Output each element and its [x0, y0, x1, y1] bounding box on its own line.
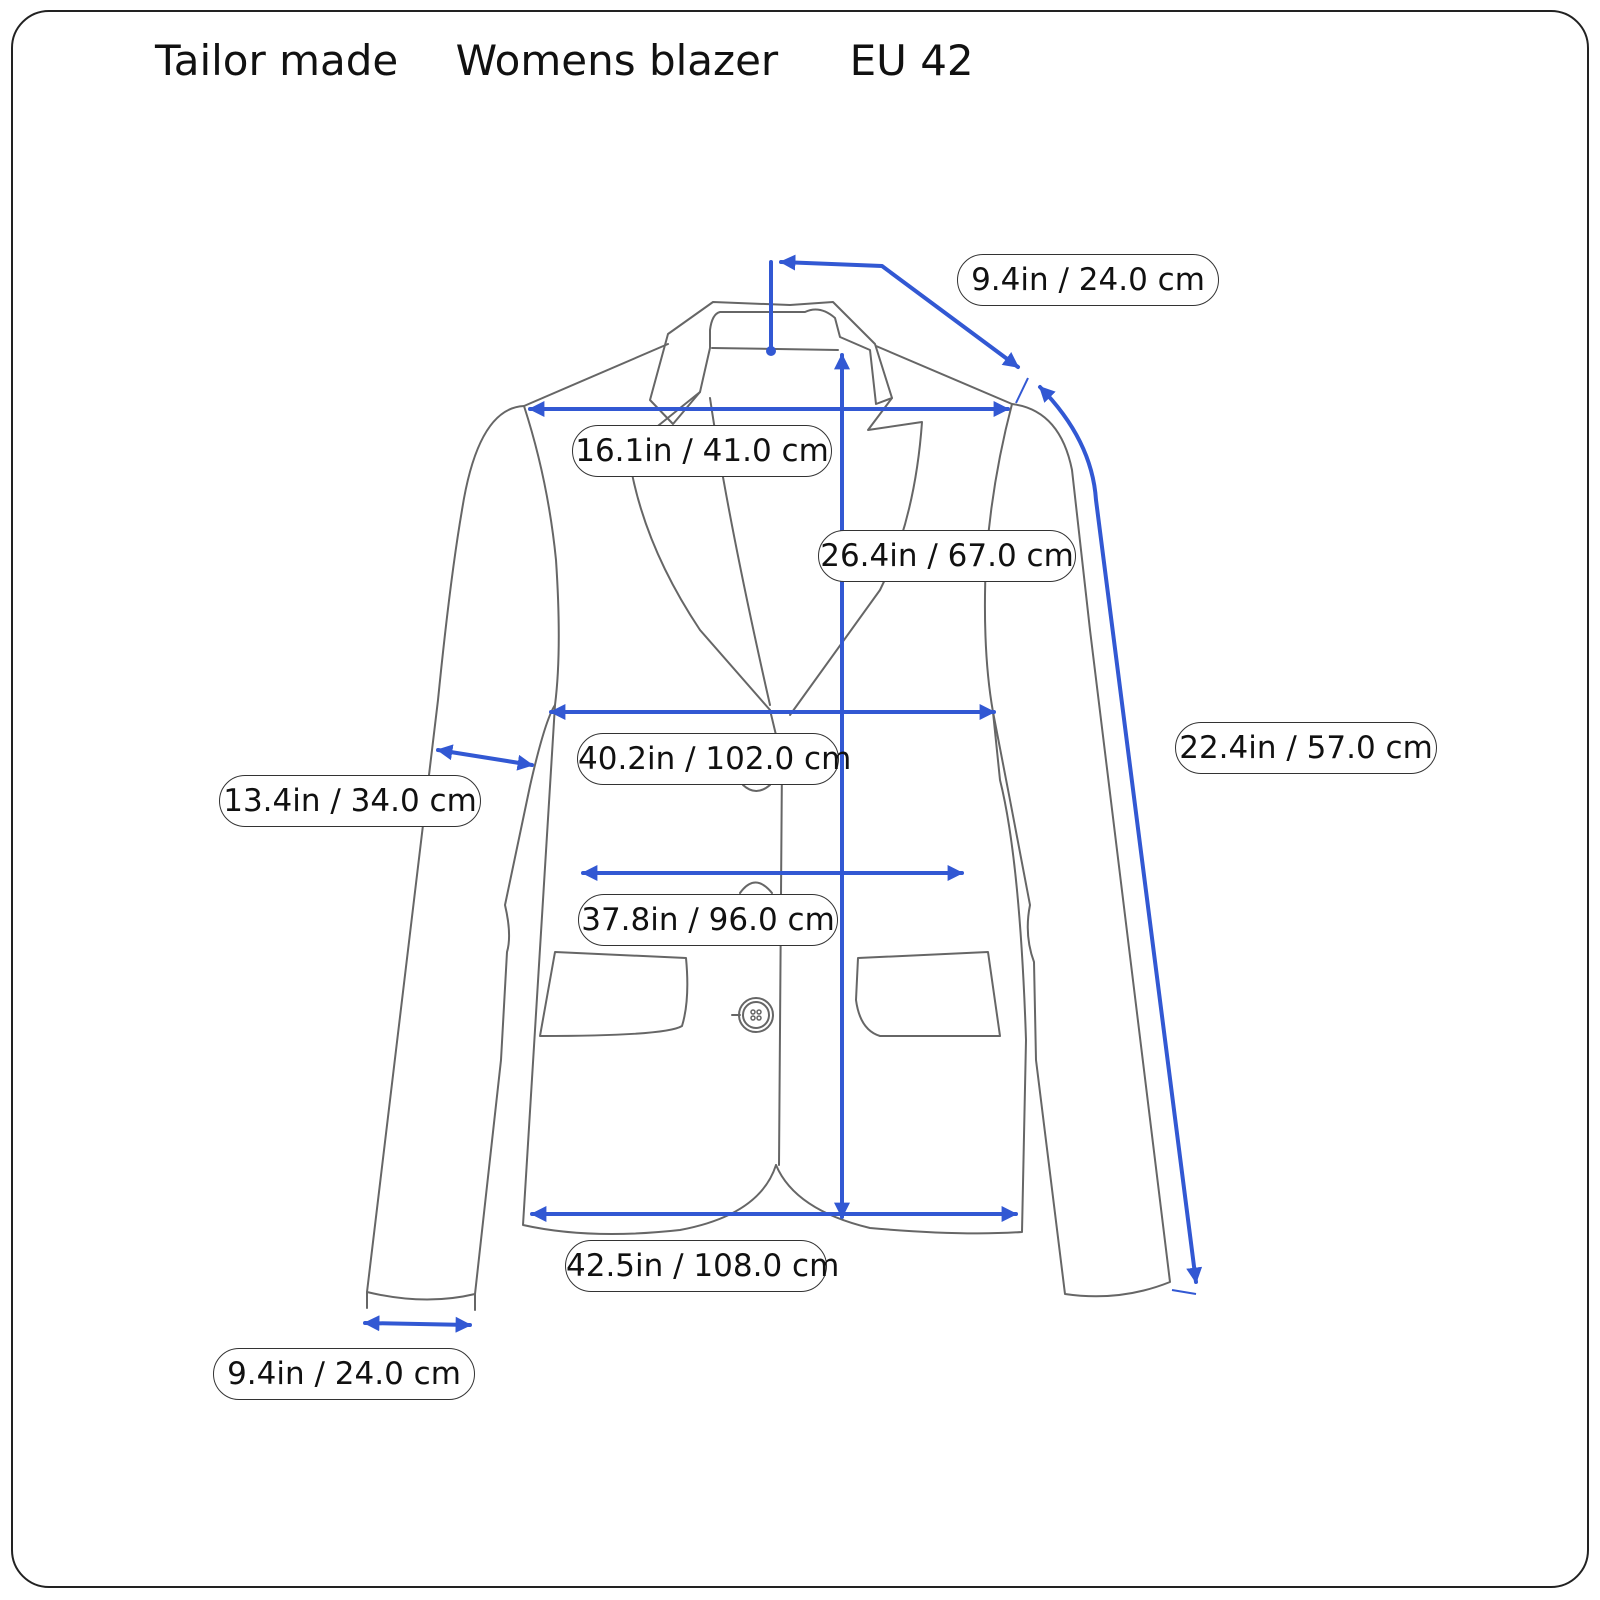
body-left [522, 405, 777, 1235]
item-label: Womens blazer [455, 36, 779, 85]
button-top [742, 784, 771, 792]
cuff-arrow [363, 1315, 472, 1333]
size-label: EU 42 [849, 36, 974, 85]
button-bottom [738, 997, 774, 1033]
left-sleeve [366, 405, 556, 1301]
right-shoulder [875, 345, 1013, 405]
upper-arm-arrow [436, 744, 534, 771]
header: Tailor made Womens blazer EU 42 [155, 36, 974, 85]
shoulder-to-shoulder-label: 16.1in / 41.0 cm [572, 425, 832, 477]
cuff-label: 9.4in / 24.0 cm [213, 1348, 475, 1400]
measurement-arrows [363, 254, 1203, 1333]
body-right [775, 403, 1027, 1235]
hem-label: 42.5in / 108.0 cm [565, 1240, 839, 1292]
shoulder-seam-arrow [779, 254, 1020, 369]
upper-arm-label: 13.4in / 34.0 cm [219, 775, 481, 827]
sleeve-length-arrow [1038, 385, 1203, 1284]
chest-label: 40.2in / 102.0 cm [577, 733, 851, 785]
collar-point [766, 346, 776, 356]
waist-label: 37.8in / 96.0 cm [578, 894, 838, 946]
button-middle [739, 881, 773, 894]
shoulder-seam-label: 9.4in / 24.0 cm [957, 254, 1219, 306]
length-label: 26.4in / 67.0 cm [818, 530, 1076, 582]
left-shoulder [523, 343, 669, 407]
brand-label: Tailor made [155, 36, 399, 85]
right-pocket [855, 951, 1001, 1037]
left-pocket [539, 951, 689, 1037]
button-holes [750, 1009, 762, 1021]
sleeve-length-label: 22.4in / 57.0 cm [1175, 722, 1437, 774]
